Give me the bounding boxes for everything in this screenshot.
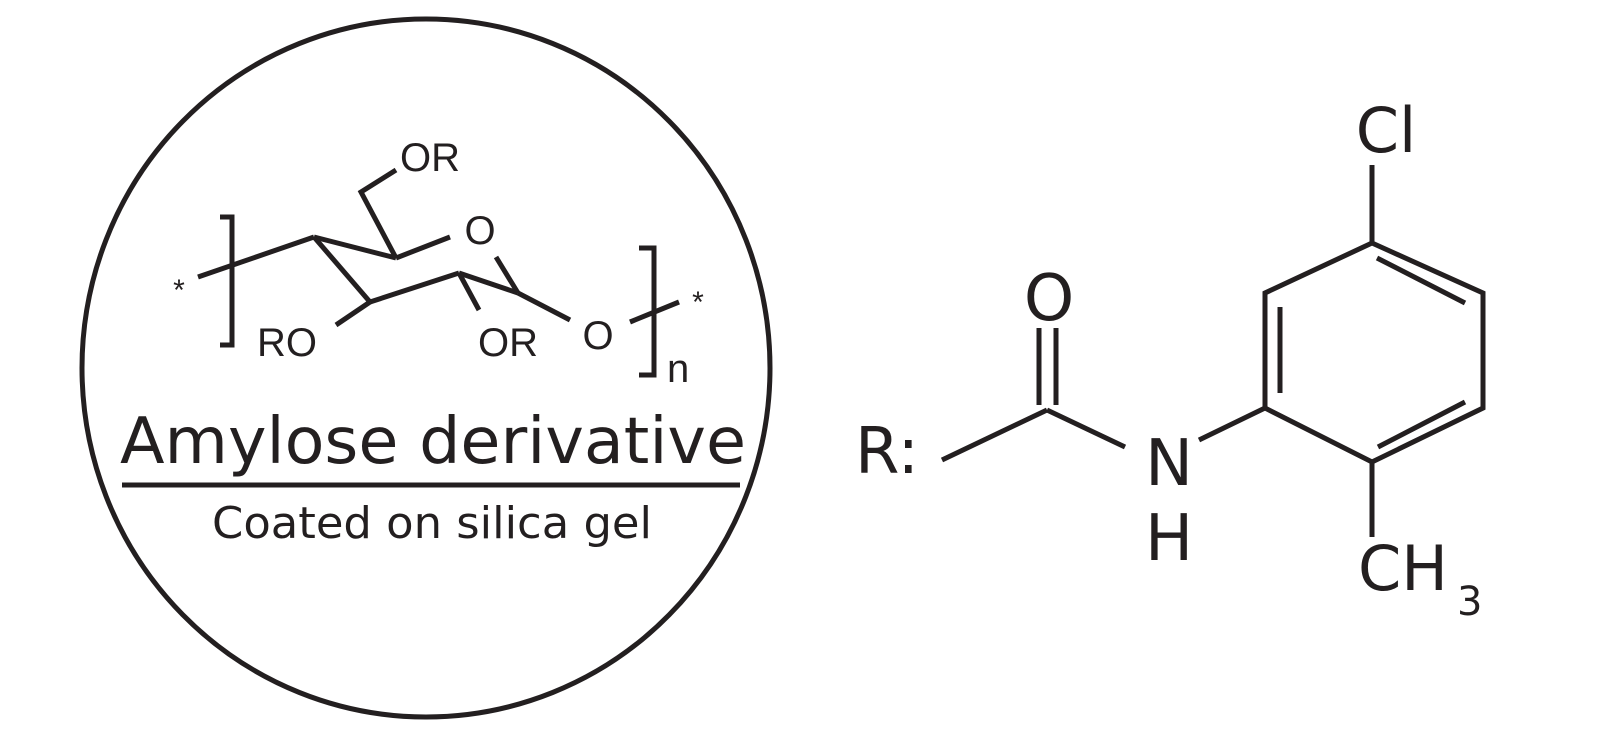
- bond-o-link: [629, 299, 680, 325]
- c6-or-label: OR: [400, 136, 460, 180]
- chloro-label: Cl: [1356, 94, 1417, 167]
- bond-c-n: [1045, 407, 1127, 450]
- bond-c3-o: [334, 299, 372, 328]
- bond-c2-c1: [458, 270, 519, 296]
- bond-c4-c3: [312, 235, 372, 304]
- ring-oxygen-label: O: [464, 209, 495, 253]
- bond-o-c1: [493, 255, 521, 295]
- repeat-subscript: n: [667, 347, 689, 391]
- amylose-subtitle: Coated on silica gel: [212, 498, 652, 549]
- bond-c4-c5: [313, 234, 397, 261]
- c3-ro-label: RO: [257, 321, 317, 365]
- nitrogen-label: N: [1145, 427, 1193, 501]
- bond-c1-o: [516, 290, 572, 323]
- bond-r-carbonyl: [940, 407, 1049, 463]
- carbonyl-oxygen-label: O: [1024, 262, 1074, 336]
- bond-c5-c6: [357, 167, 399, 260]
- benzene-ring: [1262, 240, 1486, 465]
- bond-c5-o: [395, 234, 451, 261]
- r-label: R:: [855, 415, 919, 489]
- substituent-structure: R: O N H Cl CH 3: [855, 94, 1486, 625]
- bond-n-ring: [1197, 405, 1267, 443]
- silica-circle: [79, 16, 773, 720]
- ring-double-top-right: [1375, 255, 1467, 306]
- right-end-asterisk: *: [692, 286, 704, 319]
- bond-c2-o: [456, 271, 482, 312]
- amylose-structure: * n * OR O RO OR O: [173, 136, 704, 391]
- hydrogen-label: H: [1145, 502, 1193, 576]
- bond-c3-c2: [369, 270, 460, 305]
- amylose-title: Amylose derivative: [120, 405, 746, 479]
- methyl-subscript: 3: [1457, 579, 1482, 625]
- ring-double-bottom-right: [1376, 399, 1467, 450]
- methyl-label: CH: [1358, 532, 1448, 605]
- left-bracket: [220, 214, 235, 348]
- bond-c4-link: [197, 234, 315, 280]
- c2-or-label: OR: [478, 321, 538, 365]
- left-end-asterisk: *: [173, 274, 185, 307]
- glycosidic-oxygen-label: O: [582, 314, 613, 358]
